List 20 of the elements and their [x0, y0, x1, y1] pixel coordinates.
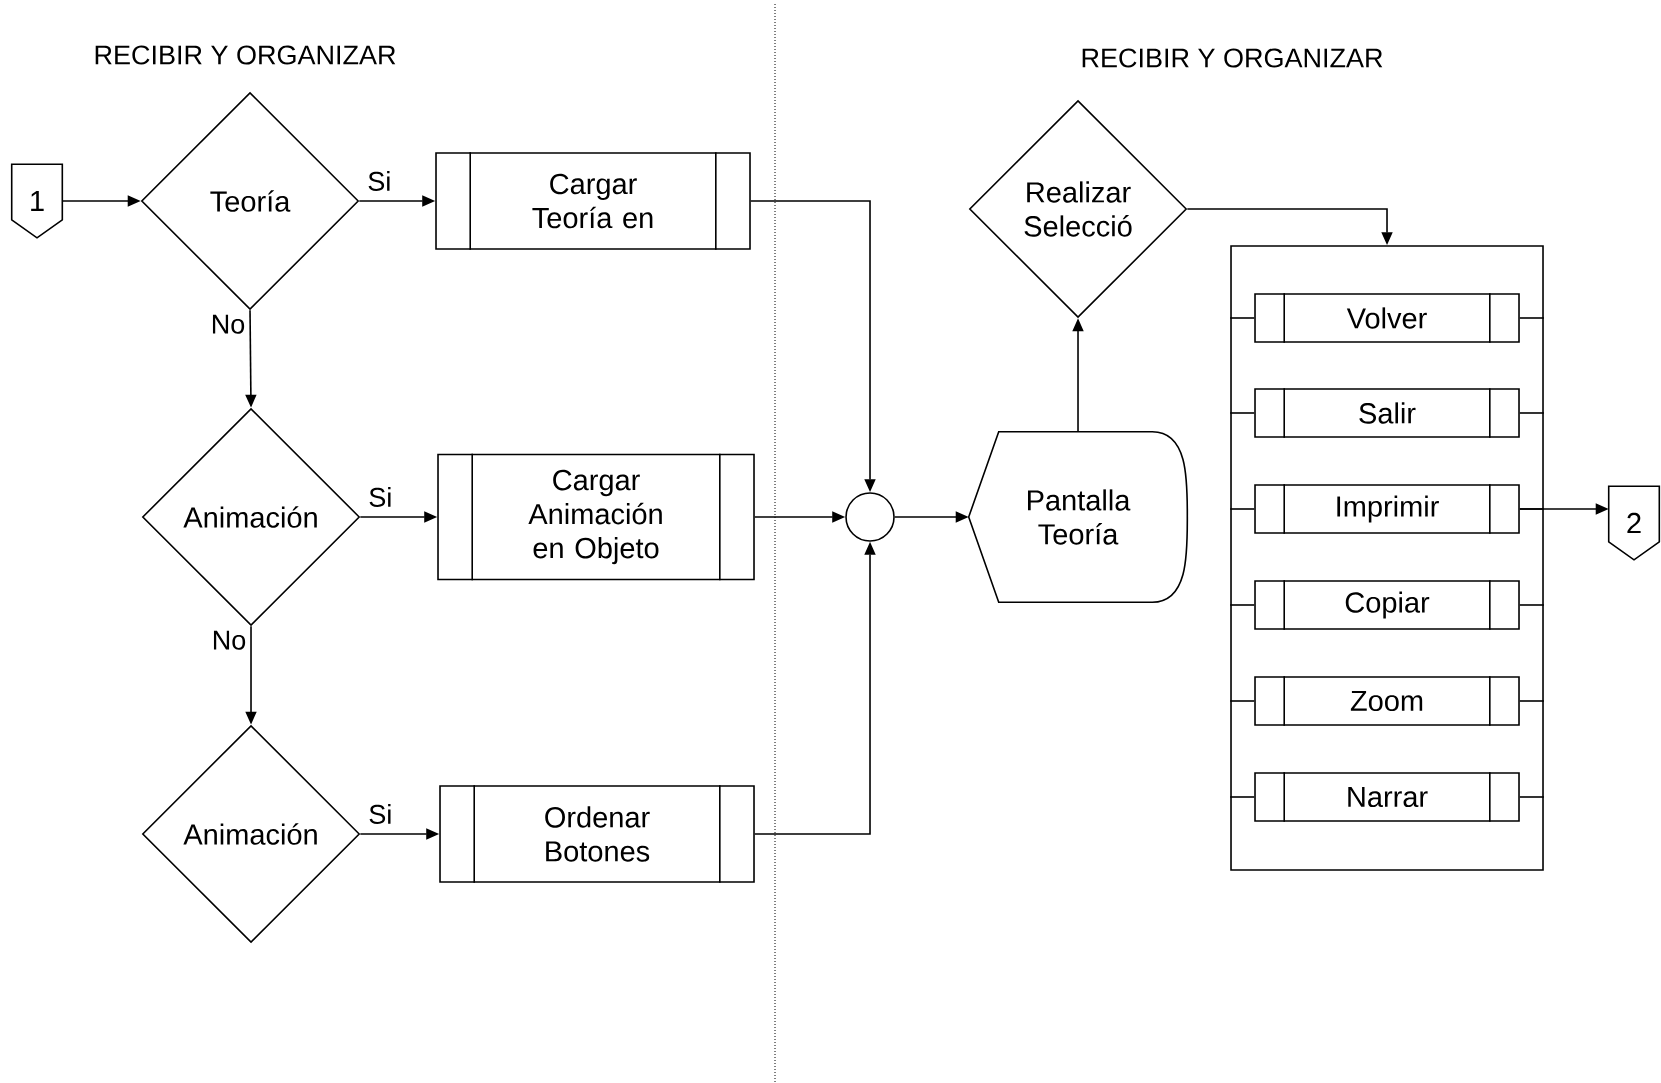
section-title: RECIBIR Y ORGANIZAR: [95, 45, 396, 65]
edge-label: No: [213, 630, 246, 650]
process-box: Cargar Animación en Objeto: [437, 452, 755, 582]
process-box: Copiar: [1254, 579, 1520, 631]
process-box: Ordenar Botones: [439, 784, 755, 884]
process-box: Cargar Teoría en: [435, 151, 751, 251]
process-box: Salir: [1254, 387, 1520, 439]
process-box: Zoom: [1254, 675, 1520, 727]
container-box: [1230, 245, 1544, 871]
edge-label: No: [212, 314, 245, 334]
edge-label: Si: [369, 487, 391, 507]
off-page-connector: 2: [1607, 485, 1661, 561]
edge-label: Si: [369, 804, 391, 824]
off-page-connector: 1: [10, 163, 64, 239]
process-box: Imprimir: [1254, 483, 1520, 535]
process-box: Narrar: [1254, 771, 1520, 823]
junction-circle: [845, 492, 895, 542]
edge-label: Si: [368, 171, 390, 191]
section-title: RECIBIR Y ORGANIZAR: [1082, 48, 1383, 68]
process-box: Volver: [1254, 292, 1520, 344]
